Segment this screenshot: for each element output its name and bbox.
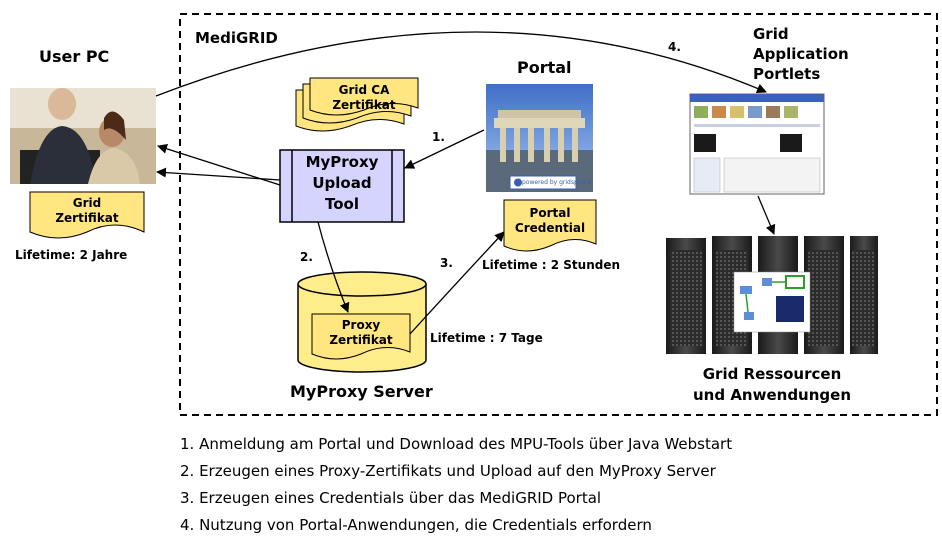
portal-badge: powered by gridsphere xyxy=(522,179,592,186)
grid-app-line1: Grid xyxy=(753,25,789,43)
myproxy-line2: Upload xyxy=(312,174,372,192)
portlets-screenshot-icon xyxy=(689,93,825,195)
proxy-line2: Zertifikat xyxy=(329,333,393,347)
grid-res-line1: Grid Ressourcen xyxy=(702,365,842,383)
grid-ressourcen-label: Grid Ressourcen und Anwendungen xyxy=(672,364,872,406)
user-pc-label: User PC xyxy=(39,47,110,66)
step-1-marker: 1. xyxy=(432,130,445,144)
step-2-marker: 2. xyxy=(300,250,313,264)
grid-ca-line1: Grid CA xyxy=(338,83,390,97)
legend-item: 2. Erzeugen eines Proxy-Zertifikats und … xyxy=(180,462,716,480)
portal-cred-line2: Credential xyxy=(514,221,586,235)
grid-zertifikat-doc-shape xyxy=(29,191,145,239)
arrow-tool-to-userpc-2 xyxy=(156,167,281,181)
grid-ca-doc-stack xyxy=(295,77,419,132)
step-3-marker: 3. xyxy=(440,256,453,270)
grid-res-line2: und Anwendungen xyxy=(693,386,851,404)
lifetime-portal-label: Lifetime : 2 Stunden xyxy=(482,258,621,272)
grid-zertifikat-label: Grid Zertifikat xyxy=(30,196,144,226)
grid-ca-line2: Zertifikat xyxy=(332,98,396,112)
grid-zert-line1: Grid xyxy=(72,196,102,210)
arrow-proxy-to-credential xyxy=(409,231,505,335)
lifetime-user-label: Lifetime: 2 Jahre xyxy=(15,248,128,262)
arrow-portlets-to-servers xyxy=(757,195,776,235)
user-pc-photo-icon xyxy=(10,88,156,184)
legend-item: 1. Anmeldung am Portal und Download des … xyxy=(180,435,733,453)
myproxy-server-label: MyProxy Server xyxy=(290,382,433,401)
legend-item: 4. Nutzung von Portal-Anwendungen, die C… xyxy=(180,516,652,534)
grid-app-line2: Application xyxy=(753,45,849,63)
grid-app-line3: Portlets xyxy=(753,65,821,83)
grid-ca-label: Grid CA Zertifikat xyxy=(310,83,418,113)
arrow-userpc-to-portlets xyxy=(155,31,767,97)
myproxy-line3: Tool xyxy=(325,195,359,213)
portal-credential-label: Portal Credential xyxy=(504,206,596,236)
arrow-portal-to-tool xyxy=(404,129,485,169)
myproxy-line1: MyProxy xyxy=(305,153,379,171)
grid-application-portlets-label: Grid Application Portlets xyxy=(753,24,849,84)
arrow-tool-to-proxy xyxy=(317,221,350,313)
medigrid-label: MediGRID xyxy=(195,29,278,47)
proxy-zertifikat-label: Proxy Zertifikat xyxy=(312,318,410,348)
portal-cred-line1: Portal xyxy=(529,206,571,220)
step-4-marker: 4. xyxy=(668,40,681,54)
proxy-zertifikat-doc-shape xyxy=(311,313,411,360)
legend-item: 3. Erzeugen eines Credentials über das M… xyxy=(180,489,602,507)
grid-zert-line2: Zertifikat xyxy=(55,211,119,225)
myproxy-upload-tool-label: MyProxy Upload Tool xyxy=(292,152,392,215)
medigrid-boundary xyxy=(179,13,938,416)
portal-photo-icon xyxy=(486,84,593,192)
portal-credential-doc-shape xyxy=(503,199,597,252)
server-rack-icon xyxy=(666,236,878,354)
myproxy-upload-tool-box xyxy=(279,149,405,223)
proxy-line1: Proxy xyxy=(341,318,381,332)
lifetime-proxy-label: Lifetime : 7 Tage xyxy=(430,331,543,345)
portal-label: Portal xyxy=(517,58,572,77)
